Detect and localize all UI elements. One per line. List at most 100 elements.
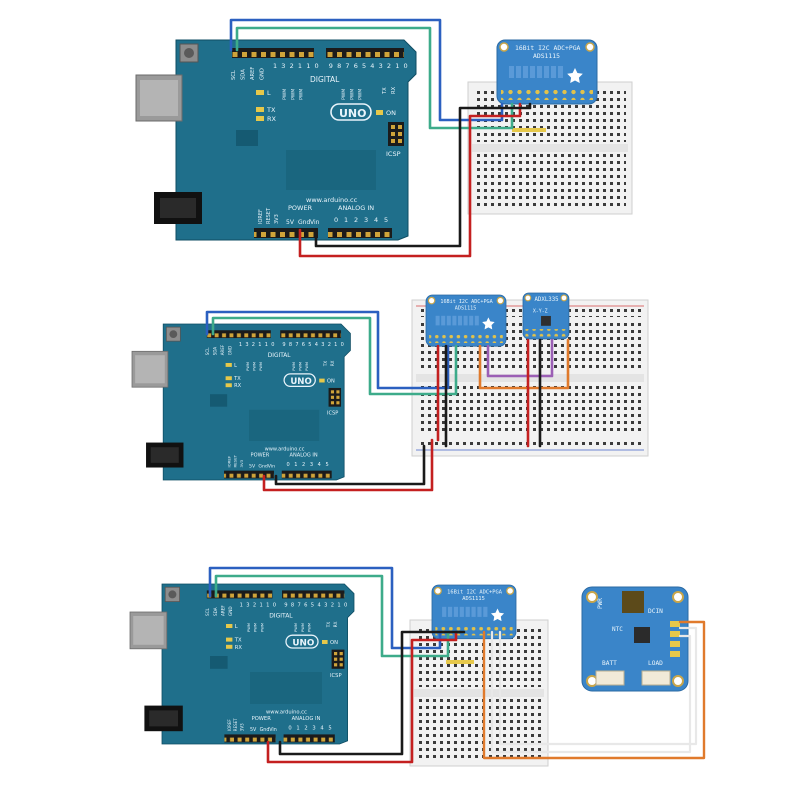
wire-gnd-3 [278,630,466,756]
led-tx-label: TX [266,106,276,114]
pin-number: 1 [395,62,399,70]
side-pin-pad [670,641,680,647]
power-pin-label: 5V [250,727,257,733]
led-tx-label: TX [233,376,241,382]
pwm-label: PWM [247,623,251,632]
led-l-label: L [267,89,271,97]
wire-5v-2 [262,438,434,492]
pwm-label: PWM [358,89,364,100]
center-channel [472,144,628,152]
url-label: www.arduino.cc [265,446,305,452]
charger-chip [634,627,650,643]
txrx-edge-label: TX [382,87,388,95]
center-channel [414,689,544,697]
arduino-board [175,39,417,241]
ads-component [446,315,451,326]
power-pin-label: RESET [233,718,238,731]
pwm-label: PWM [294,623,298,632]
ads-component [530,66,535,78]
pin-label: AREF [220,605,225,616]
pin-number: 3 [246,602,249,608]
icsp-pin [398,139,402,143]
ads-component [447,606,453,617]
pin-number: 0 [341,342,344,348]
led-on [319,378,325,383]
wire-scl-1 [235,26,514,130]
pin-number: 0 [273,602,276,608]
arduino-board [161,583,355,745]
analog-pin-label: 5 [325,462,328,468]
url-label: www.arduino.cc [306,196,358,204]
power-jack-face [149,710,178,727]
mount-hole [672,591,684,603]
led-tx [226,637,233,642]
mount-hole [672,675,684,687]
uno-badge-text: UNO [339,107,367,120]
pin-number: 2 [331,602,334,608]
uno-badge-text: UNO [292,639,315,649]
pin-number: 1 [298,62,302,70]
pin-number: 5 [308,342,311,348]
uno-badge-text: UNO [290,377,311,387]
txrx-edge-label: TX [326,622,331,629]
pin-number: 8 [289,342,292,348]
digital-header-right-pins [326,48,404,58]
analog-pin-label: 0 [286,462,289,468]
pin-label: SCL [231,70,237,80]
led-rx-label: RX [234,383,242,389]
analog-pin-label: 4 [374,216,378,224]
icsp-pin [334,663,338,667]
led-tx [256,107,264,112]
ads-component [537,66,542,78]
power-pin-label: Gnd [258,464,268,470]
led-rx [225,383,232,388]
led-tx-label: TX [234,638,242,644]
digital-header-right-pins [282,590,345,599]
pin-number: 1 [337,602,340,608]
pin-number: 3 [379,62,383,70]
ads-component [465,606,470,617]
ads-component [523,66,528,78]
pwm-label: PWM [246,362,250,371]
led-l [225,363,232,367]
power-pin-label: Gnd [298,219,310,226]
usb-jack [622,591,644,613]
star-icon [567,68,583,83]
led-rx-label: RX [235,645,243,651]
pwm-label: PWM [349,89,355,100]
star-icon [490,608,505,622]
pin-label: GND [260,68,266,80]
jumper-3 [446,660,474,664]
mount-hole [560,294,568,302]
holes-lower [474,154,626,206]
pin-number: 8 [337,62,341,70]
jumper-1 [512,128,546,132]
mount-hole [433,586,442,595]
usb-connector-face [140,80,178,116]
pin-number: 3 [281,62,285,70]
analog-header-pins [328,228,392,238]
pin-number: 7 [295,342,298,348]
txrx-edge-label: RX [391,86,397,94]
mount-hole [524,294,532,302]
usb-connector-face [135,355,165,384]
pin-number: 0 [271,342,274,348]
usb-connector-face [133,616,164,645]
ntc-label: NTC [612,626,623,633]
icsp-pin [391,132,395,136]
icsp-pin [339,657,343,661]
pin-number: 7 [298,602,301,608]
mount-hole [499,42,509,52]
digital-header-right-pins [280,330,342,339]
pwr-label: PWR [597,598,604,609]
mount-hole [427,296,436,305]
pwm-label: PWM [305,362,309,371]
pwm-label: PWM [254,623,258,632]
analog-pin-label: 0 [334,216,338,224]
